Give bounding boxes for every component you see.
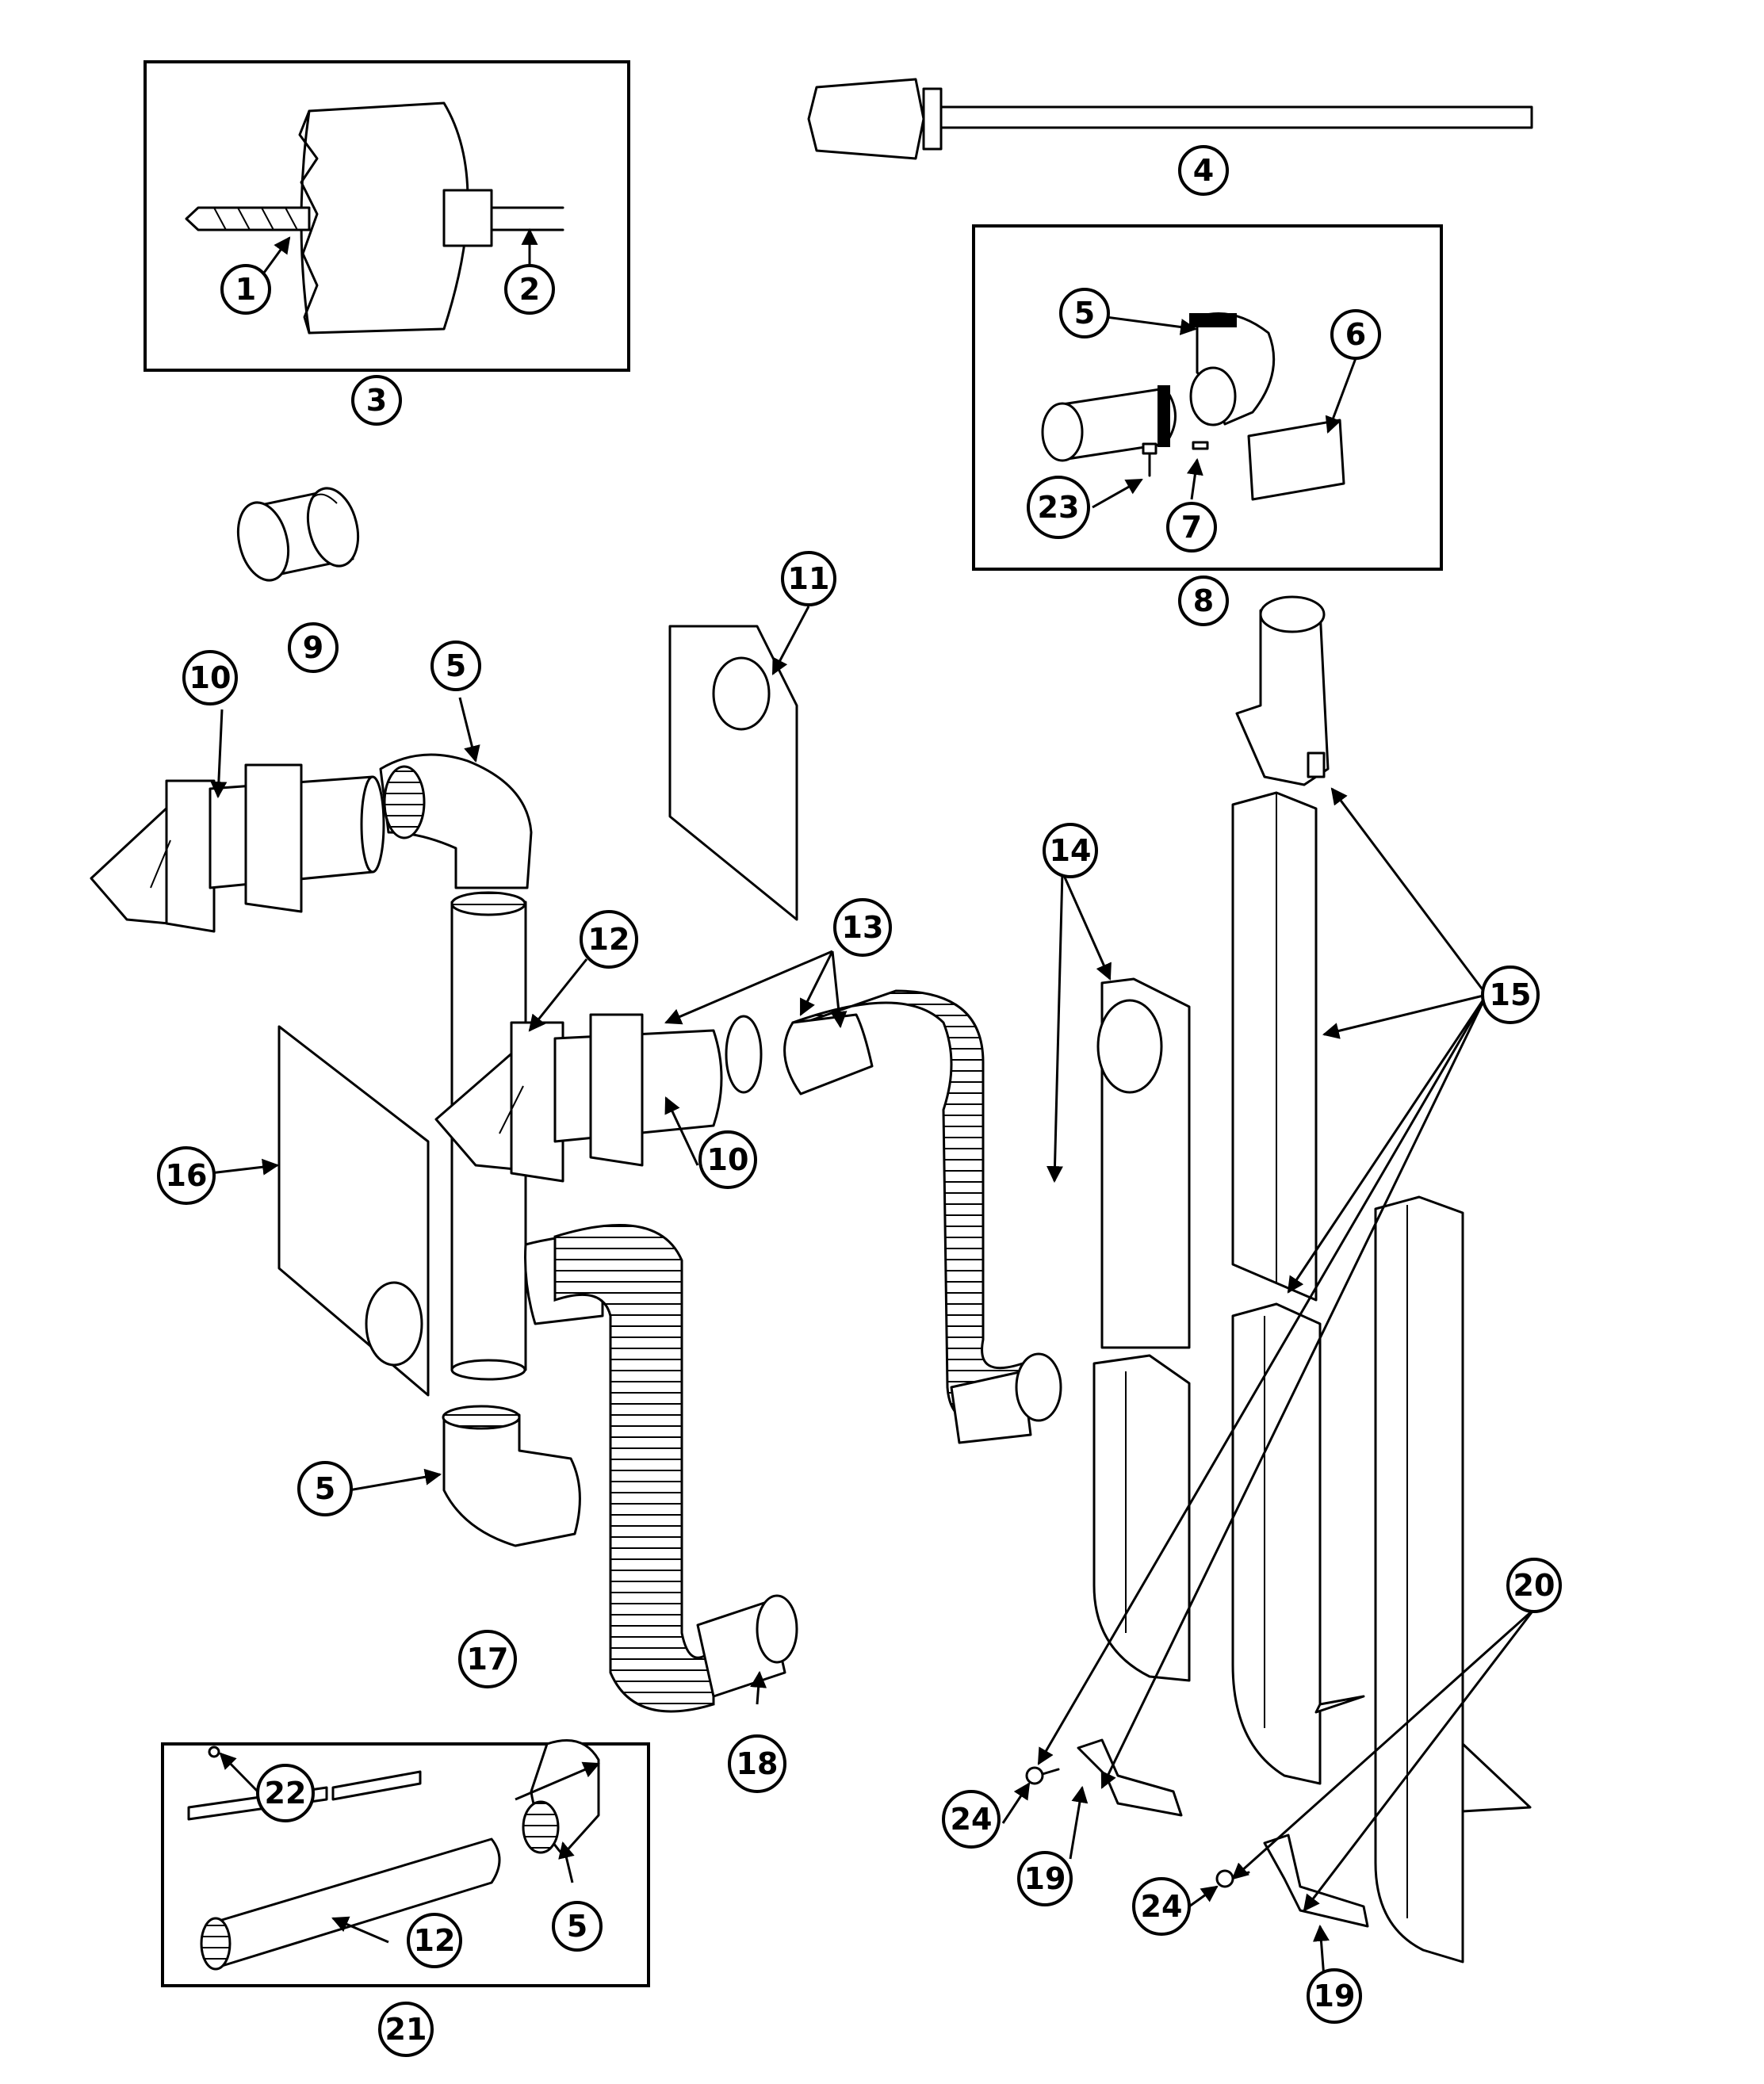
svg-text:24: 24 [1141,1889,1183,1924]
damper-drawing [236,487,360,582]
duct-kit-drawing [187,1739,600,1971]
svg-text:11: 11 [788,561,830,596]
svg-text:12: 12 [414,1923,456,1958]
svg-text:8: 8 [1193,583,1214,618]
svg-text:4: 4 [1193,153,1214,188]
callout-5-kit8: 5 [1059,288,1110,338]
callout-5-bottom: 5 [297,1461,353,1516]
callout-11: 11 [781,551,836,606]
svg-text:17: 17 [467,1642,509,1677]
callout-20: 20 [1506,1558,1562,1613]
callout-12-kit21: 12 [407,1913,462,1968]
svg-text:14: 14 [1050,833,1092,868]
svg-text:9: 9 [303,630,323,665]
flex-duct-right-drawing [725,989,1062,1444]
callout-24-left: 24 [942,1790,1001,1849]
vent-hood-top-drawing [90,763,385,933]
rect-elbow-middle-drawing [1231,1302,1365,1785]
leader-23 [1092,478,1143,509]
leader-6 [1325,358,1357,434]
svg-text:23: 23 [1038,490,1080,525]
svg-text:21: 21 [385,2012,427,2047]
svg-text:3: 3 [366,383,387,418]
callout-5-top: 5 [430,640,481,691]
svg-text:10: 10 [707,1142,749,1177]
callout-15: 15 [1481,966,1540,1024]
rect-elbow-drawing [1092,1354,1191,1682]
flex-duct-left-drawing [524,1223,798,1713]
svg-text:19: 19 [1024,1861,1066,1896]
callout-9: 9 [288,622,339,673]
svg-text:7: 7 [1181,510,1202,545]
bracket-right-drawing [1263,1834,1369,1928]
wall-plate-top-drawing [668,625,798,921]
svg-text:5: 5 [315,1471,335,1506]
screw-left-drawing [1025,1766,1060,1785]
callout-21: 21 [378,2002,434,2057]
callout-5-kit21: 5 [552,1901,603,1952]
callout-2: 2 [504,264,555,315]
leader-lines [209,606,1536,1979]
svg-text:5: 5 [446,648,466,683]
svg-text:16: 16 [166,1158,208,1193]
callout-10-middle: 10 [698,1130,757,1189]
svg-text:22: 22 [265,1776,307,1811]
svg-text:1: 1 [235,272,256,307]
svg-text:2: 2 [519,272,540,307]
callout-23: 23 [1027,476,1090,539]
callout-6: 6 [1330,309,1381,360]
elbow-bottom-drawing [442,1405,581,1547]
callout-1: 1 [220,264,271,315]
wall-plate-drawing [277,1025,430,1397]
callout-13: 13 [833,898,892,957]
rect-duct-port-drawing [1096,977,1191,1349]
svg-text:10: 10 [189,660,232,695]
callout-17: 17 [458,1630,517,1688]
leader-5-kit8 [1105,315,1198,335]
callout-19-right: 19 [1307,1968,1362,2024]
vent-hood-middle-drawing [434,1013,723,1183]
rect-duct-right-drawing [1374,1195,1532,1964]
callout-19-left: 19 [1017,1851,1073,1906]
callout-22: 22 [256,1764,315,1822]
svg-text:24: 24 [951,1802,993,1837]
svg-text:5: 5 [567,1909,587,1944]
bracket-left-drawing [1077,1738,1183,1817]
duct-kit-box [161,1742,650,1987]
hole-saw-drawing [185,101,564,335]
callout-8: 8 [1178,575,1229,626]
svg-text:5: 5 [1074,296,1095,331]
elbow-kit-box [972,224,1443,571]
callout-4: 4 [1178,145,1229,196]
callout-18: 18 [728,1734,786,1793]
hole-saw-kit-box [143,60,630,372]
callout-3: 3 [351,375,402,426]
drill-extension-drawing [807,78,1533,160]
svg-text:20: 20 [1513,1568,1555,1603]
callout-12-main: 12 [580,910,638,969]
svg-text:18: 18 [737,1746,779,1781]
rect-duct-long-drawing [1231,791,1318,1302]
callout-7: 7 [1166,502,1217,553]
callout-16: 16 [157,1146,216,1205]
svg-text:12: 12 [588,922,630,957]
elbow-top-drawing [379,753,533,889]
callout-24-right: 24 [1132,1877,1191,1936]
transition-duct-drawing [1235,595,1330,786]
elbow-kit-drawing [1041,312,1345,501]
svg-text:6: 6 [1345,317,1366,352]
leader-7 [1186,457,1203,500]
callout-10-top: 10 [182,650,238,706]
svg-text:13: 13 [842,910,884,945]
svg-text:15: 15 [1490,977,1532,1012]
svg-text:19: 19 [1314,1979,1356,2013]
callout-14: 14 [1043,823,1098,878]
